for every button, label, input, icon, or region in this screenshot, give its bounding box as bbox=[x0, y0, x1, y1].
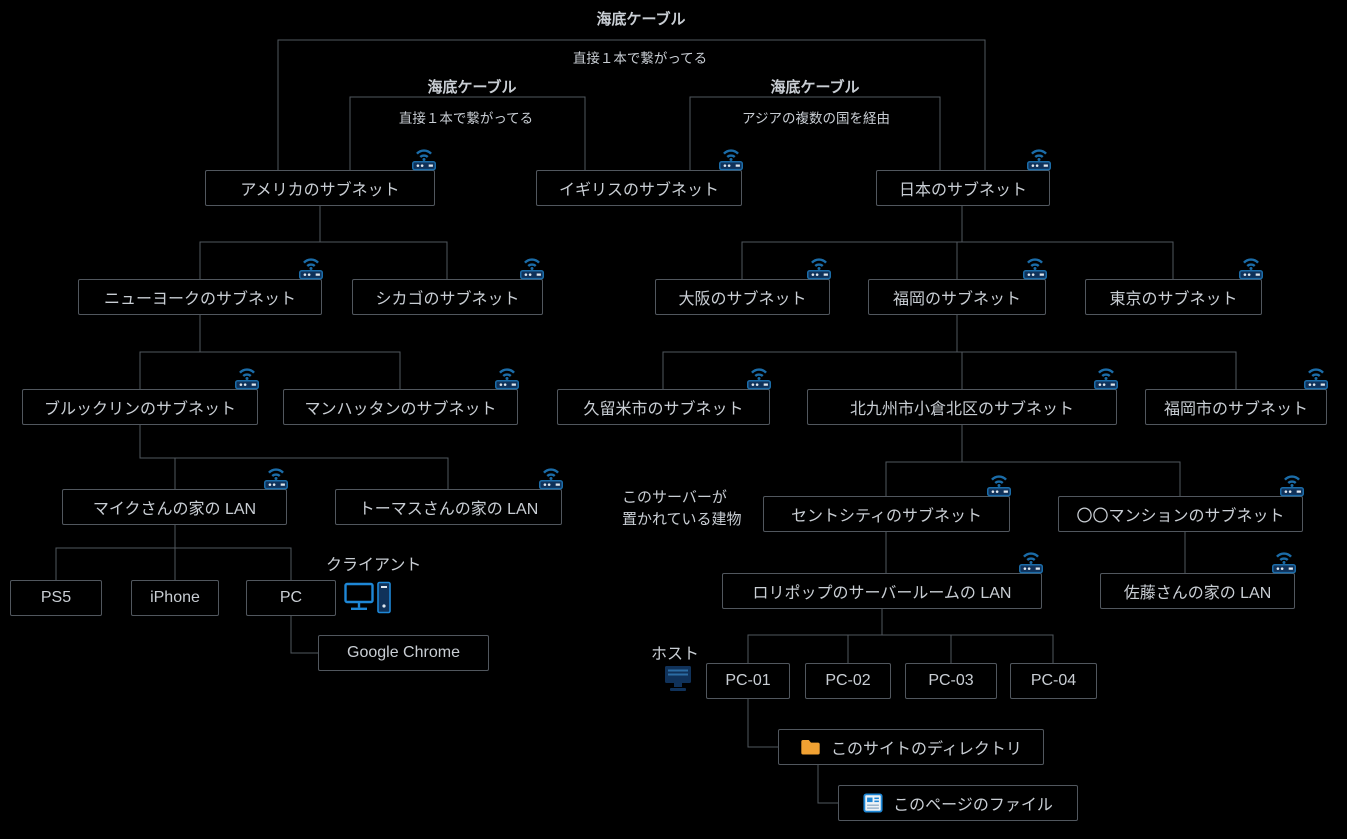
router-icon bbox=[261, 461, 291, 491]
node-mike: マイクさんの家の LAN bbox=[62, 489, 287, 525]
router-icon bbox=[984, 468, 1014, 498]
router-icon bbox=[804, 251, 834, 281]
node-thomas: トーマスさんの家の LAN bbox=[335, 489, 562, 525]
node-label: マイクさんの家の LAN bbox=[92, 501, 257, 518]
node-lolipop: ロリポップのサーバールームの LAN bbox=[722, 573, 1042, 609]
node-us: アメリカのサブネット bbox=[205, 170, 435, 206]
node-label: PC-02 bbox=[825, 672, 871, 689]
router-icon bbox=[296, 251, 326, 281]
node-label: PS5 bbox=[40, 589, 72, 606]
node-label: アメリカのサブネット bbox=[240, 182, 400, 199]
node-pc03: PC-03 bbox=[905, 663, 997, 699]
node-chrome: Google Chrome bbox=[318, 635, 489, 671]
node-label: セントシティのサブネット bbox=[790, 508, 983, 525]
node-label: 〇〇マンションのサブネット bbox=[1076, 508, 1285, 525]
node-brooklyn: ブルックリンのサブネット bbox=[22, 389, 258, 425]
router-icon bbox=[716, 142, 746, 172]
node-label: PC-04 bbox=[1030, 672, 1077, 689]
file-icon bbox=[863, 793, 883, 813]
node-label: PC-01 bbox=[725, 672, 771, 689]
node-label: 東京のサブネット bbox=[1109, 291, 1238, 308]
router-icon bbox=[517, 251, 547, 281]
host-label: ホスト bbox=[651, 646, 700, 663]
node-label: トーマスさんの家の LAN bbox=[358, 501, 539, 518]
server-building-note-line2: 置かれている建物 bbox=[622, 511, 742, 528]
host-computer-icon bbox=[663, 664, 693, 694]
node-saintcity: セントシティのサブネット bbox=[763, 496, 1010, 532]
node-osaka: 大阪のサブネット bbox=[655, 279, 830, 315]
router-icon bbox=[1301, 361, 1331, 391]
cable-note-left: 直接１本で繋がってる bbox=[398, 111, 534, 126]
node-mansion: 〇〇マンションのサブネット bbox=[1058, 496, 1303, 532]
router-icon bbox=[409, 142, 439, 172]
router-icon bbox=[1269, 545, 1299, 575]
folder-icon bbox=[800, 738, 821, 756]
router-icon bbox=[1016, 545, 1046, 575]
router-icon bbox=[232, 361, 262, 391]
node-sato: 佐藤さんの家の LAN bbox=[1100, 573, 1295, 609]
node-pc01: PC-01 bbox=[706, 663, 790, 699]
router-icon bbox=[492, 361, 522, 391]
cable-label-right: 海底ケーブル bbox=[770, 79, 860, 96]
node-label: マンハッタンのサブネット bbox=[304, 401, 497, 418]
node-label: 日本のサブネット bbox=[898, 182, 1027, 199]
node-label: 大阪のサブネット bbox=[678, 291, 807, 308]
router-icon bbox=[1277, 468, 1307, 498]
router-icon bbox=[744, 361, 774, 391]
node-label: シカゴのサブネット bbox=[375, 291, 520, 308]
node-label: Google Chrome bbox=[347, 644, 460, 661]
node-pc: PC bbox=[246, 580, 336, 616]
node-pc02: PC-02 bbox=[805, 663, 891, 699]
node-label: 福岡市のサブネット bbox=[1163, 401, 1308, 418]
client-label: クライアント bbox=[326, 557, 422, 574]
node-file: このページのファイル bbox=[838, 785, 1078, 821]
node-label: 久留米市のサブネット bbox=[583, 401, 744, 418]
node-label: このサイトのディレクトリ bbox=[831, 741, 1022, 758]
cable-label-top: 海底ケーブル bbox=[596, 11, 686, 28]
router-icon bbox=[1091, 361, 1121, 391]
router-icon bbox=[536, 461, 566, 491]
node-directory: このサイトのディレクトリ bbox=[778, 729, 1044, 765]
server-building-note: このサーバーが 置かれている建物 bbox=[622, 487, 742, 531]
node-label: iPhone bbox=[150, 589, 200, 606]
router-icon bbox=[1020, 251, 1050, 281]
node-label: イギリスのサブネット bbox=[558, 182, 719, 199]
node-chicago: シカゴのサブネット bbox=[352, 279, 543, 315]
node-label: ニューヨークのサブネット bbox=[103, 291, 296, 308]
node-ps5: PS5 bbox=[10, 580, 102, 616]
router-icon bbox=[1236, 251, 1266, 281]
node-label: 福岡のサブネット bbox=[892, 291, 1021, 308]
cable-note-top: 直接１本で繋がってる bbox=[572, 51, 708, 66]
node-fukuoka: 福岡のサブネット bbox=[868, 279, 1046, 315]
node-label: PC-03 bbox=[928, 672, 974, 689]
router-icon bbox=[1024, 142, 1054, 172]
node-label: PC bbox=[279, 589, 303, 606]
server-building-note-line1: このサーバーが bbox=[622, 489, 727, 506]
client-computer-icon bbox=[344, 581, 392, 615]
node-tokyo: 東京のサブネット bbox=[1085, 279, 1262, 315]
node-manhattan: マンハッタンのサブネット bbox=[283, 389, 518, 425]
node-iphone: iPhone bbox=[131, 580, 219, 616]
node-kitakyushu: 北九州市小倉北区のサブネット bbox=[807, 389, 1117, 425]
node-kurume: 久留米市のサブネット bbox=[557, 389, 770, 425]
node-fukuokashi: 福岡市のサブネット bbox=[1145, 389, 1327, 425]
cable-note-right: アジアの複数の国を経由 bbox=[742, 111, 890, 126]
cable-label-left: 海底ケーブル bbox=[427, 79, 517, 96]
node-ny: ニューヨークのサブネット bbox=[78, 279, 322, 315]
node-pc04: PC-04 bbox=[1010, 663, 1097, 699]
node-label: 佐藤さんの家の LAN bbox=[1123, 585, 1272, 602]
node-uk: イギリスのサブネット bbox=[536, 170, 742, 206]
node-label: ブルックリンのサブネット bbox=[43, 401, 236, 418]
node-label: 北九州市小倉北区のサブネット bbox=[849, 401, 1074, 418]
node-jp: 日本のサブネット bbox=[876, 170, 1050, 206]
node-label: ロリポップのサーバールームの LAN bbox=[752, 585, 1012, 602]
node-label: このページのファイル bbox=[893, 797, 1053, 814]
